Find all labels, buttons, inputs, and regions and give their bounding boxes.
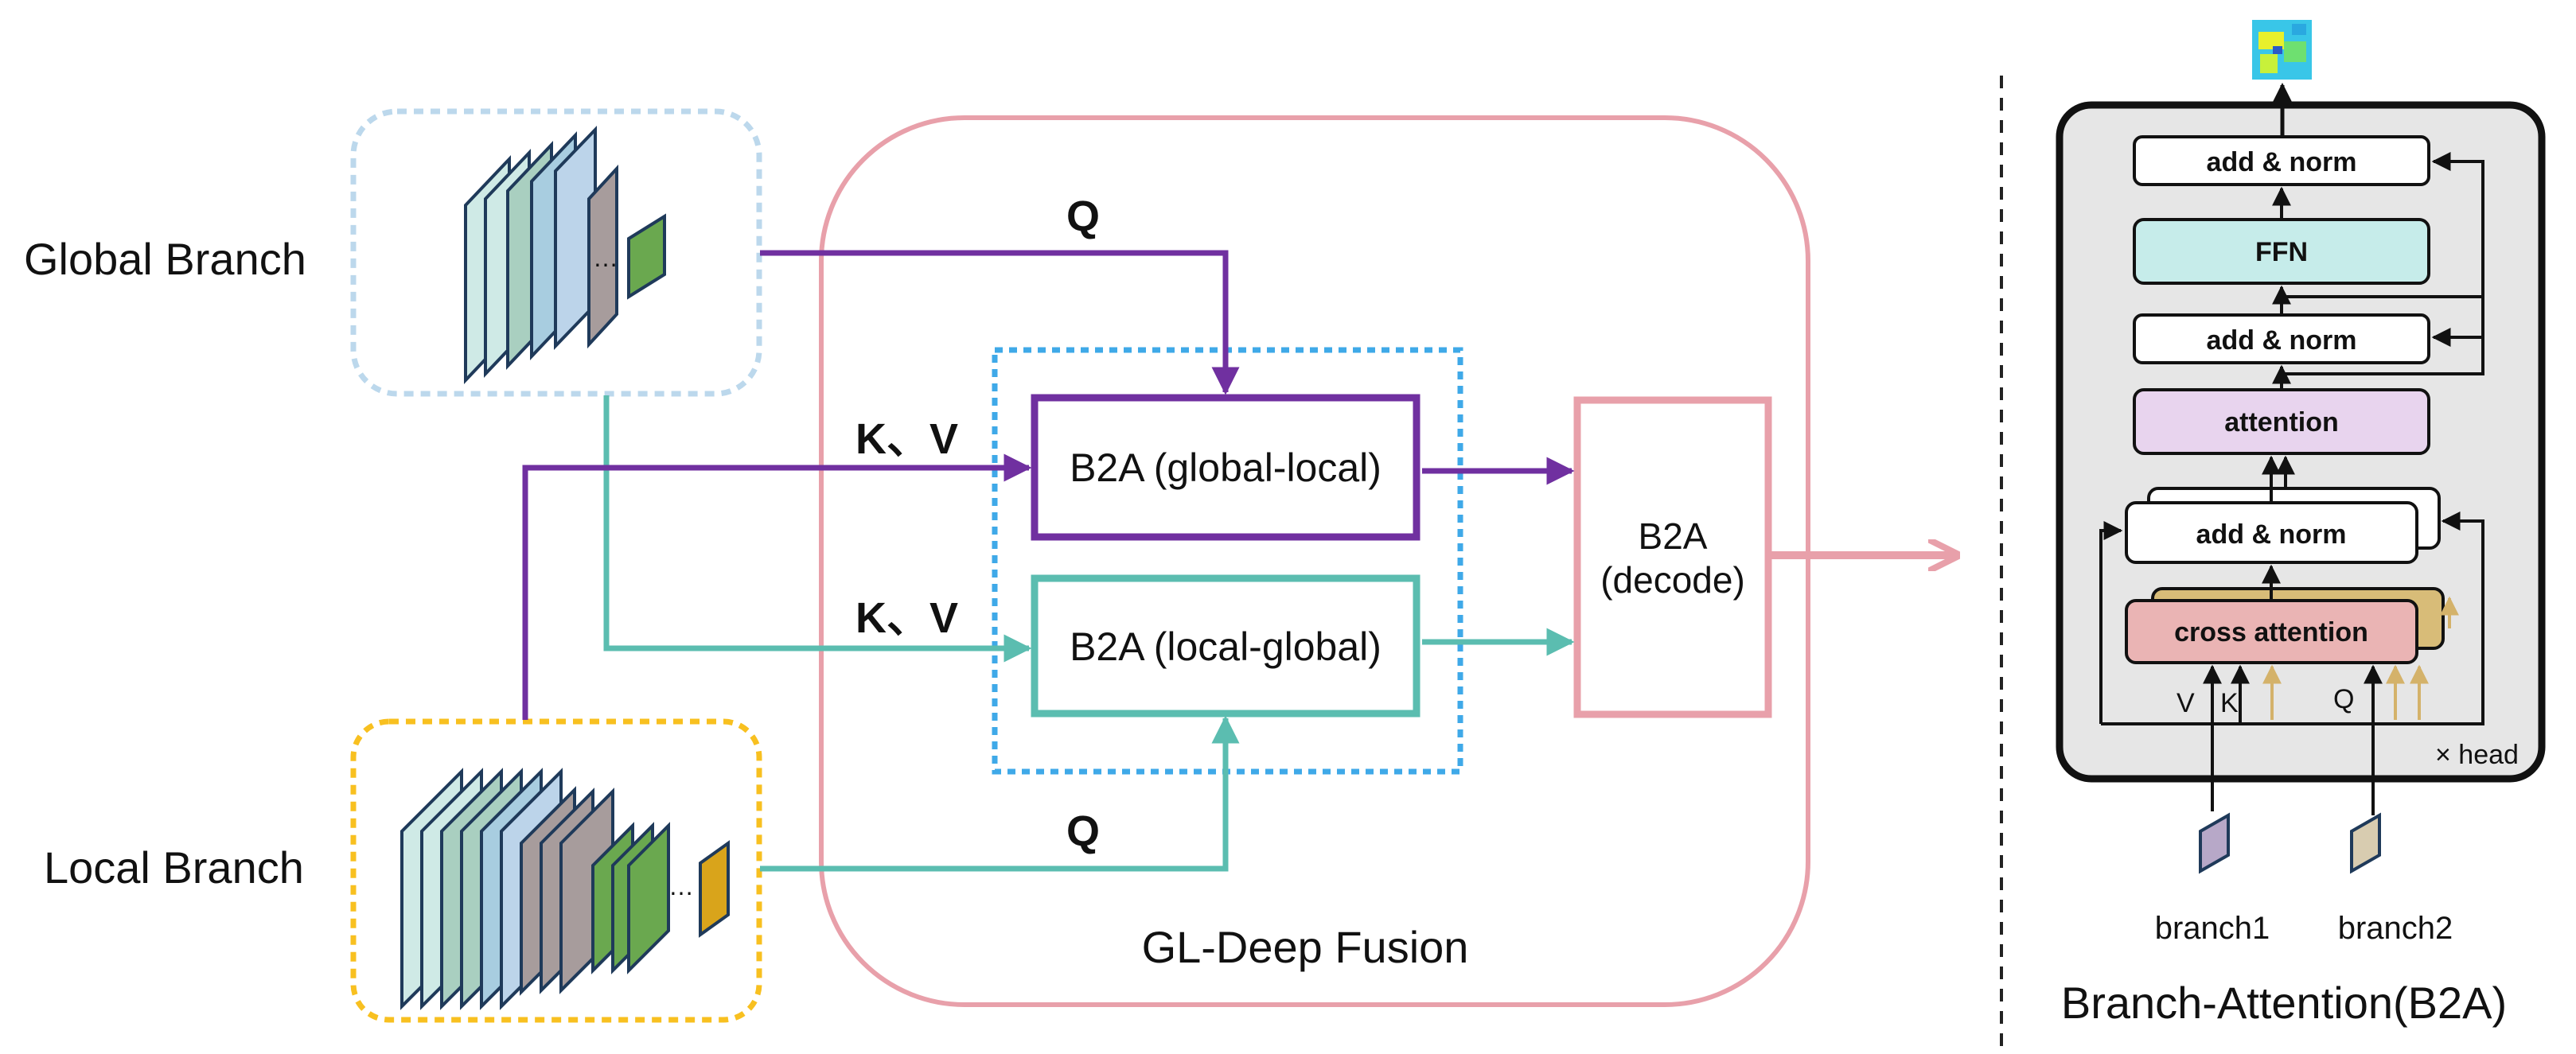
global-branch-box: [350, 108, 762, 397]
b2a-local-global-box: [1031, 574, 1421, 718]
global-kv-arrow: [603, 395, 1032, 663]
global-q-label: Q: [1066, 193, 1100, 240]
add-norm-top-label: add & norm: [2207, 147, 2357, 177]
local-global-kv-label: K、V: [855, 594, 958, 642]
local-kv-arrow: [522, 453, 1032, 720]
add-norm-bottom-label: add & norm: [2196, 519, 2347, 550]
local-q-label: Q: [1066, 807, 1100, 855]
add-norm-top-box: [2133, 135, 2430, 186]
local-branch-label: Local Branch: [44, 842, 304, 893]
ffn-label: FFN: [2255, 237, 2308, 267]
gl-deep-fusion-box: [819, 115, 1810, 1007]
branch1-label: branch1: [2155, 911, 2270, 946]
b2a-module-title: Branch-Attention(B2A): [2061, 978, 2507, 1028]
local-branch-box: [350, 718, 762, 1023]
q-input-label: Q: [2333, 684, 2354, 714]
svg-text:…: …: [668, 872, 694, 900]
global-branch-label: Global Branch: [24, 234, 306, 284]
global-feature-stack: …: [464, 126, 666, 385]
gl-deep-fusion-label: GL-Deep Fusion: [1142, 922, 1469, 972]
add-norm-middle-label: add & norm: [2207, 325, 2357, 356]
branch1-token: [2199, 812, 2230, 874]
svg-text:…: …: [593, 243, 618, 272]
local-feature-stack: …: [400, 768, 730, 1010]
local-q-arrow: [760, 715, 1240, 872]
output-heatmap-thumbnail: [2252, 20, 2312, 80]
b2a-global-local-label: B2A (global-local): [1070, 445, 1382, 490]
b2a-global-local-box: [1031, 394, 1421, 541]
b2a-decode-label-line1: B2A: [1639, 515, 1708, 557]
branch2-token: [2350, 812, 2381, 874]
global-local-kv-label: K、V: [855, 415, 958, 463]
head-count-label: × head: [2435, 740, 2519, 770]
v-input-label: V: [2177, 688, 2195, 718]
global-q-arrow: [760, 250, 1240, 395]
branch2-label: branch2: [2338, 911, 2453, 946]
b2a-internal-arrows: [2099, 152, 2484, 815]
b2a-decode-box: [1573, 396, 1772, 718]
b2a-decode-label-line2: (decode): [1600, 559, 1745, 601]
cross-attention-label: cross attention: [2174, 617, 2368, 648]
attention-label: attention: [2224, 407, 2339, 438]
b2a-secondary-head-arrows: [2262, 596, 2459, 720]
b2a-local-global-label: B2A (local-global): [1070, 624, 1382, 669]
k-input-label: K: [2220, 688, 2239, 718]
